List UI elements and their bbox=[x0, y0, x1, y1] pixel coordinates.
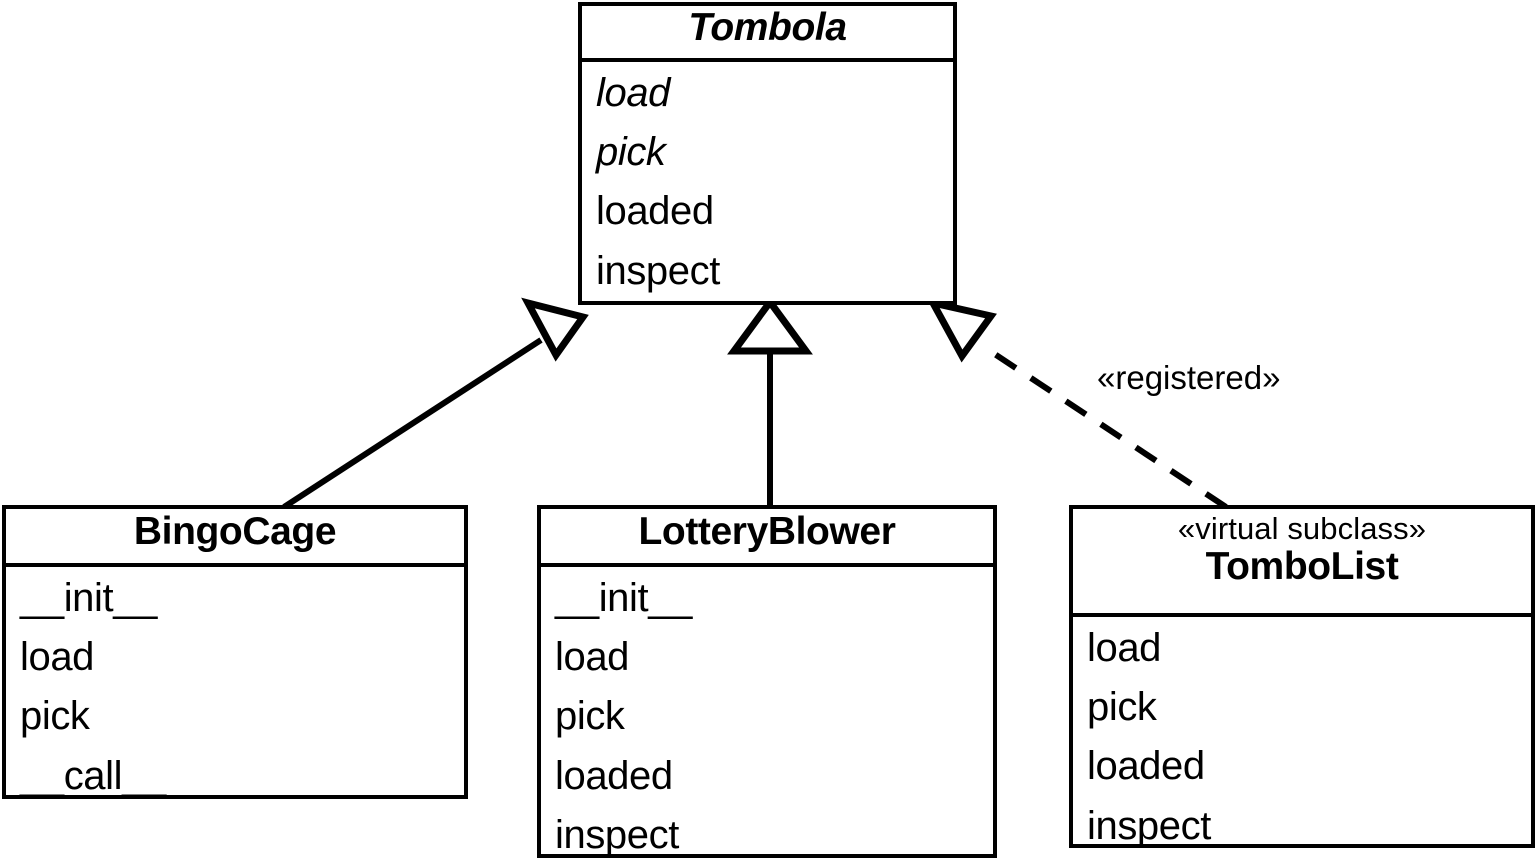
edge-label-registered: «registered» bbox=[1097, 359, 1281, 396]
edge-tombolist-registered-tombola bbox=[926, 297, 1228, 510]
member-loaded: loaded bbox=[555, 753, 673, 798]
member-load: load bbox=[1087, 626, 1162, 670]
class-stereotype-tombolist: «virtual subclass» bbox=[1177, 511, 1427, 546]
class-header-lotteryblower: LotteryBlower bbox=[541, 509, 993, 567]
class-header-tombola: Tombola bbox=[582, 6, 953, 62]
class-box-tombolist[interactable]: «virtual subclass» TomboList load pick l… bbox=[1069, 505, 1535, 848]
class-members-tombola: load pick loaded inspect bbox=[582, 62, 953, 301]
class-name-bingocage: BingoCage bbox=[133, 510, 337, 553]
class-box-tombola[interactable]: Tombola load pick loaded inspect bbox=[578, 2, 957, 305]
member-pick: pick bbox=[1087, 685, 1157, 730]
edge-bingocage-inherits-tombola bbox=[282, 297, 589, 510]
member-loaded: loaded bbox=[596, 189, 714, 234]
member-pick: pick bbox=[20, 694, 90, 739]
member-inspect: inspect bbox=[1087, 803, 1211, 848]
class-header-tombolist: «virtual subclass» TomboList bbox=[1073, 509, 1531, 617]
edge-line-bingocage bbox=[282, 337, 543, 510]
class-box-bingocage[interactable]: BingoCage __init__ load pick __call__ bbox=[2, 505, 468, 799]
class-members-bingocage: __init__ load pick __call__ bbox=[6, 567, 464, 806]
edge-lotteryblower-inherits-tombola bbox=[727, 296, 813, 507]
hollow-triangle-arrowhead-tombolist bbox=[926, 297, 997, 363]
class-members-lotteryblower: __init__ load pick loaded inspect bbox=[541, 567, 993, 858]
member-load: load bbox=[555, 635, 630, 680]
member-load: load bbox=[596, 71, 671, 115]
member-pick: pick bbox=[596, 130, 666, 175]
member-loaded: loaded bbox=[1087, 744, 1205, 789]
hollow-triangle-arrowhead-bingocage bbox=[521, 297, 589, 362]
class-name-tombolist: TomboList bbox=[1205, 544, 1399, 588]
member-load: load bbox=[20, 635, 95, 680]
class-name-lotteryblower: LotteryBlower bbox=[638, 510, 896, 553]
class-header-bingocage: BingoCage bbox=[6, 509, 464, 567]
member-inspect: inspect bbox=[555, 812, 679, 857]
member-init: __init__ bbox=[20, 576, 157, 620]
class-members-tombolist: load pick loaded inspect bbox=[1073, 617, 1531, 856]
member-pick: pick bbox=[555, 694, 625, 739]
member-call: __call__ bbox=[20, 753, 166, 798]
hollow-triangle-arrowhead-lotteryblower bbox=[727, 296, 813, 355]
class-name-tombola: Tombola bbox=[688, 6, 847, 49]
class-box-lotteryblower[interactable]: LotteryBlower __init__ load pick loaded … bbox=[537, 505, 997, 858]
member-inspect: inspect bbox=[596, 248, 720, 293]
member-init: __init__ bbox=[555, 576, 692, 620]
